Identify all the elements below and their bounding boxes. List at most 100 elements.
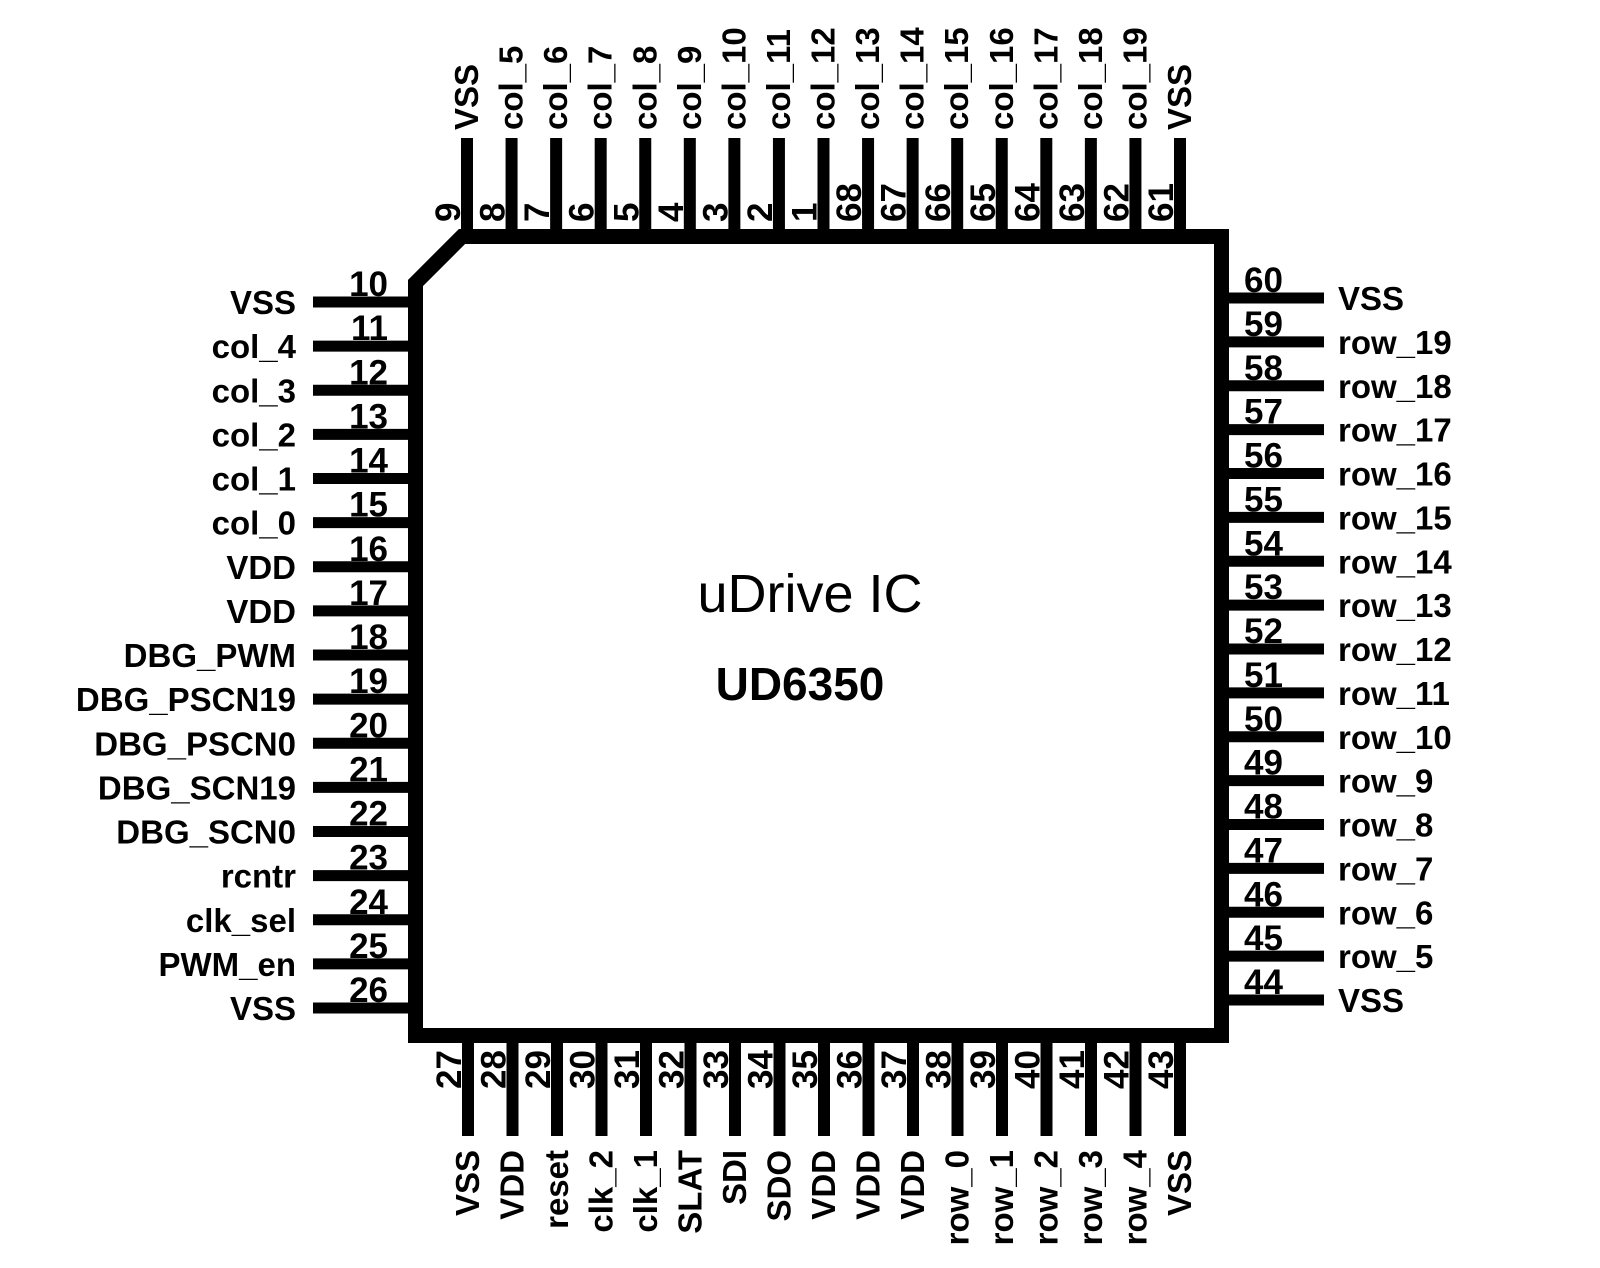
- pin-number: 36: [831, 1050, 870, 1089]
- pin-label: col_10: [715, 27, 752, 130]
- pin-label: clk_2: [583, 1150, 620, 1233]
- pin-label: col_1: [212, 461, 296, 498]
- pin-number: 53: [1244, 568, 1283, 607]
- pin: 47 row_7: [1214, 831, 1433, 887]
- pin-number: 46: [1244, 875, 1283, 914]
- pin-number: 48: [1244, 788, 1283, 827]
- pin: 14 col_1: [212, 442, 424, 498]
- pin-number: 45: [1244, 919, 1283, 958]
- pin-label: DBG_SCN0: [116, 814, 296, 851]
- pin-number: 47: [1244, 831, 1283, 870]
- pin-label: col_3: [212, 372, 296, 409]
- pin-number: 50: [1244, 700, 1283, 739]
- pin-label: row_1: [983, 1150, 1020, 1245]
- pin-label: DBG_PWM: [124, 637, 296, 674]
- pin-number: 42: [1098, 1050, 1137, 1089]
- pin-label: row_4: [1117, 1149, 1154, 1245]
- pin-number: 54: [1244, 524, 1283, 563]
- pin-label: row_17: [1338, 412, 1452, 449]
- pin-label: VSS: [1338, 982, 1404, 1019]
- pin-number: 40: [1009, 1050, 1048, 1089]
- pin-number: 19: [349, 662, 388, 701]
- pin: 39 row_1: [964, 1032, 1020, 1245]
- pin-number: 38: [920, 1050, 959, 1089]
- pin-number: 13: [349, 397, 388, 436]
- pin-label: DBG_SCN19: [98, 769, 296, 806]
- pin: 46 row_6: [1214, 875, 1433, 931]
- pin-label: VDD: [226, 549, 296, 586]
- pin-number: 25: [349, 927, 388, 966]
- pin-number: 59: [1244, 305, 1283, 344]
- pin-label: row_6: [1338, 894, 1433, 931]
- pin-number: 60: [1244, 261, 1283, 300]
- pin-label: VDD: [850, 1150, 887, 1220]
- pin-label: PWM_en: [158, 946, 296, 983]
- pin-label: VSS: [448, 64, 485, 130]
- pin-number: 28: [475, 1050, 514, 1089]
- pin: 53 row_13: [1214, 568, 1452, 624]
- pin-number: 67: [875, 183, 914, 222]
- pin-number: 58: [1244, 349, 1283, 388]
- pin-label: row_16: [1338, 456, 1452, 493]
- pin-number: 52: [1244, 612, 1283, 651]
- pin: 59 row_19: [1214, 305, 1452, 361]
- pin-label: row_0: [939, 1150, 976, 1245]
- pin-number: 37: [875, 1050, 914, 1089]
- pin-label: clk_sel: [186, 902, 296, 939]
- pin-label: col_13: [849, 27, 886, 130]
- pin-number: 11: [351, 309, 388, 348]
- pin-label: col_16: [983, 27, 1020, 130]
- pin-label: col_11: [760, 29, 797, 130]
- pin-number: 14: [349, 442, 388, 481]
- pin-label: row_7: [1338, 850, 1433, 887]
- pin-label: VSS: [1161, 64, 1198, 130]
- pin-label: col_5: [493, 46, 530, 130]
- pin-label: row_19: [1338, 324, 1452, 361]
- pin-number: 43: [1142, 1050, 1181, 1089]
- pin-label: row_14: [1338, 543, 1452, 580]
- pin-number: 39: [964, 1050, 1003, 1089]
- pin: 54 row_14: [1214, 524, 1452, 580]
- pin-label: VDD: [226, 593, 296, 630]
- pin-label: col_15: [938, 27, 975, 130]
- pin-label: DBG_PSCN0: [94, 725, 296, 762]
- pin-label: SDI: [716, 1150, 753, 1205]
- pin-number: 27: [430, 1050, 469, 1089]
- pin: 3 col_10: [696, 27, 752, 240]
- pin-number: 6: [563, 203, 602, 222]
- pin-number: 3: [696, 203, 735, 222]
- pin: 42 row_4: [1098, 1032, 1154, 1245]
- pin-label: row_13: [1338, 587, 1452, 624]
- pin-label: col_9: [671, 46, 708, 130]
- pin-number: 23: [349, 839, 388, 878]
